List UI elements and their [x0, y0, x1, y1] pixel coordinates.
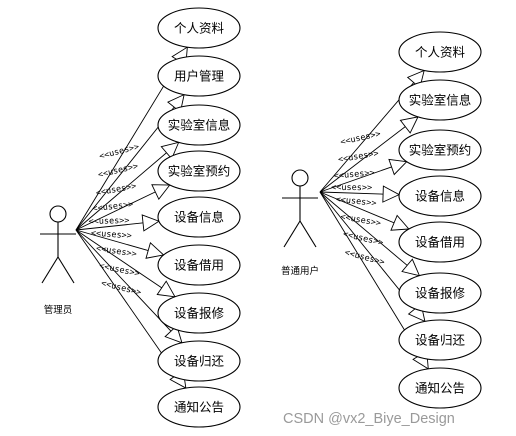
use-case: 设备归还 — [398, 319, 482, 361]
use-case-ellipse — [398, 175, 482, 217]
use-case-label: 实验室信息 — [168, 118, 231, 133]
uses-stereotype-label: <<uses>> — [333, 168, 375, 181]
use-case: 设备信息 — [157, 196, 241, 238]
actor-label: 管理员 — [44, 304, 73, 316]
use-case: 个人资料 — [398, 31, 482, 73]
use-case-ellipse — [398, 272, 482, 314]
use-case-ellipse — [157, 386, 241, 428]
use-case-label: 通知公告 — [174, 400, 224, 415]
use-case-label: 设备报修 — [174, 306, 225, 321]
use-case-label: 设备报修 — [415, 286, 466, 301]
use-case: 用户管理 — [157, 55, 241, 97]
use-case-label: 设备信息 — [415, 189, 465, 204]
use-case-label: 设备归还 — [174, 354, 225, 369]
actor-head — [49, 205, 67, 223]
use-case: 设备借用 — [398, 221, 482, 263]
uses-stereotype-label: <<uses>> — [331, 183, 372, 193]
use-case-ellipse — [157, 244, 241, 286]
uses-association: <<uses>> — [319, 183, 401, 203]
arrowhead — [151, 184, 171, 201]
use-case-ellipse — [157, 340, 241, 382]
use-case-ellipse — [398, 31, 482, 73]
use-case: 通知公告 — [398, 367, 482, 409]
use-case-ellipse — [398, 367, 482, 409]
use-case: 设备报修 — [157, 292, 241, 334]
arrowhead — [401, 258, 421, 277]
actor-label: 普通用户 — [281, 265, 319, 277]
actor-right-leg — [57, 256, 75, 284]
use-case-ellipse — [398, 221, 482, 263]
use-case-label: 实验室预约 — [168, 164, 231, 179]
use-case-label: 设备归还 — [415, 333, 466, 348]
arrowhead — [390, 214, 410, 231]
uses-stereotype-label: <<uses>> — [92, 200, 134, 215]
use-case: 设备借用 — [157, 244, 241, 286]
use-case: 通知公告 — [157, 386, 241, 428]
uses-association: <<uses>> — [75, 229, 165, 259]
use-case-label: 用户管理 — [174, 69, 225, 84]
use-case-ellipse — [157, 292, 241, 334]
use-case-ellipse — [157, 196, 241, 238]
arrowhead — [156, 280, 176, 298]
use-case: 设备信息 — [398, 175, 482, 217]
use-case: 实验室预约 — [398, 129, 482, 171]
use-case-ellipse — [157, 150, 241, 192]
actor-left-leg — [283, 220, 301, 248]
arrowhead — [399, 116, 419, 134]
uses-association: <<uses>> — [319, 191, 410, 231]
use-case: 个人资料 — [157, 7, 241, 49]
actor-admin: 管理员 — [40, 205, 76, 316]
association-edges: <<uses>><<uses>><<uses>><<uses>><<uses>>… — [75, 46, 429, 389]
actors: 管理员 普通用户 — [40, 169, 319, 316]
use-case-label: 设备借用 — [415, 235, 465, 250]
uses-association: <<uses>> — [319, 158, 408, 193]
actor-head — [291, 169, 309, 187]
use-case-label: 个人资料 — [415, 45, 466, 60]
uses-stereotype-label: <<uses>> — [91, 229, 133, 242]
use-case: 实验室预约 — [157, 150, 241, 192]
use-case-label: 实验室预约 — [409, 143, 472, 158]
use-case-label: 实验室信息 — [409, 93, 472, 108]
arrowhead — [388, 158, 408, 176]
use-case-label: 设备借用 — [174, 258, 224, 273]
use-case: 设备报修 — [398, 272, 482, 314]
use-case-ellipse — [157, 7, 241, 49]
uses-association: <<uses>> — [75, 184, 171, 231]
arrowhead — [141, 214, 160, 232]
use-case-ellipse — [157, 104, 241, 146]
use-case: 设备归还 — [157, 340, 241, 382]
actor-left-leg — [41, 256, 59, 284]
actor-regular-user: 普通用户 — [281, 169, 319, 277]
use-case-ellipse — [157, 55, 241, 97]
uses-association: <<uses>> — [75, 214, 160, 232]
use-case-label: 个人资料 — [174, 21, 225, 36]
arrowhead — [145, 242, 165, 259]
arrowhead — [382, 185, 401, 203]
uses-stereotype-label: <<uses>> — [88, 216, 129, 227]
actor-right-leg — [299, 220, 317, 248]
use-case-label: 设备信息 — [174, 210, 224, 225]
arrowhead — [160, 141, 180, 160]
use-case: 实验室信息 — [398, 79, 482, 121]
uses-stereotype-label: <<uses>> — [335, 195, 377, 209]
use-case-ellipse — [398, 129, 482, 171]
use-case-ellipse — [398, 79, 482, 121]
use-case-ellipse — [398, 319, 482, 361]
use-case-label: 通知公告 — [415, 381, 465, 396]
watermark-text: CSDN @vx2_Biye_Design — [283, 411, 455, 427]
use-case: 实验室信息 — [157, 104, 241, 146]
